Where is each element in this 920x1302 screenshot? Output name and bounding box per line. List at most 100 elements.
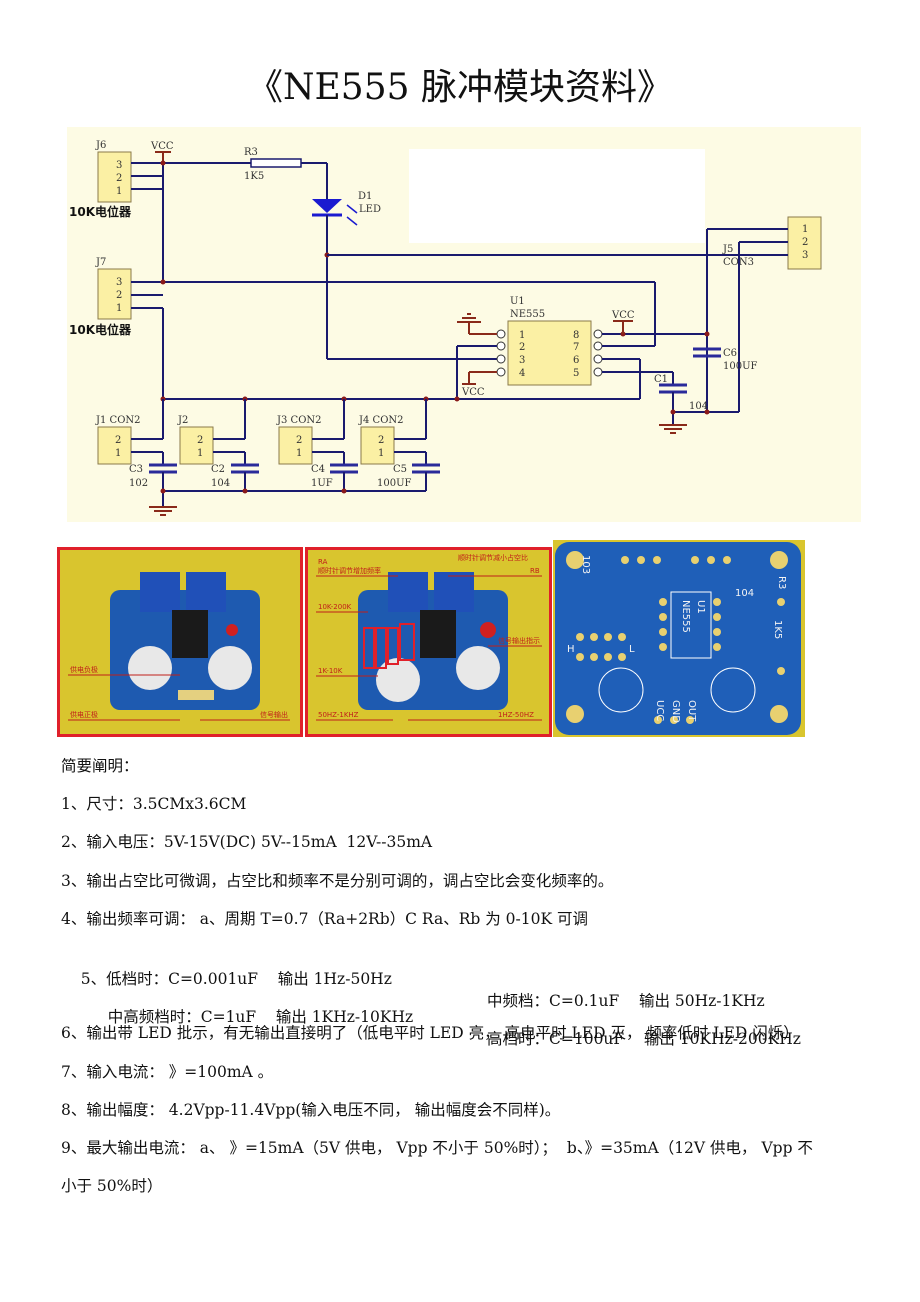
j2-pin: 1 — [197, 448, 203, 459]
j3-pin: 1 — [296, 448, 302, 459]
j4-pin: 1 — [378, 448, 384, 459]
j7-pin: 3 — [116, 277, 122, 288]
silk-1k5: 1K5 — [772, 620, 783, 639]
u1-label: U1 — [510, 296, 525, 307]
silk-ucc: UCC — [654, 700, 665, 721]
silk-l: L — [629, 644, 635, 655]
vcc-label: VCC — [150, 141, 174, 152]
j1-pin: 2 — [115, 435, 121, 446]
jumper-j2: J2 2 1 C2 104 — [177, 399, 259, 491]
silk-r3: R3 — [776, 576, 787, 589]
ic-pin-6: 6 — [573, 355, 579, 366]
j1-label: J1 CON2 — [95, 415, 141, 426]
j1-pin: 1 — [115, 448, 121, 459]
annotation-10k-200k: 10K-200K — [318, 603, 352, 611]
schematic-svg: J6 3 2 1 10K电位器 VCC R3 1K5 D1 LED J7 3 2… — [69, 140, 822, 516]
j2-label: J2 — [177, 415, 188, 426]
c2-value: 104 — [211, 478, 230, 489]
annotation-rb-desc: 顺时针调节减小占空比 — [458, 553, 528, 562]
annotation-negative-supply: 供电负极 — [70, 665, 98, 674]
annotation-50hz-1khz: 50HZ-1KHZ — [318, 711, 359, 719]
spec-high-range: 高档时：C=100uF 输出 10KHz-200KHz — [487, 1030, 801, 1049]
j6-pin: 1 — [116, 186, 122, 197]
j6-connector — [97, 151, 132, 203]
annotation-ra: RA — [318, 558, 328, 566]
c1-label: C1 — [654, 374, 668, 385]
j5-pin: 1 — [802, 224, 808, 235]
spec-midhigh-range: 中高频档时：C=1uF 输出 1KHz-10KHz — [107, 1008, 414, 1027]
spec-item-5-row2: 中高频档时：C=1uF 输出 1KHz-10KHz 高档时：C=100uF 输出… — [61, 984, 901, 1048]
module-photo-labeled-adjustments: RA 顺时针调节增加频率 顺时针调节减小占空比 RB 10K-200K 1K-1… — [305, 547, 552, 737]
ic-pin-4: 4 — [519, 368, 525, 379]
annotation-positive-supply: 供电正极 — [70, 710, 98, 719]
r3-value: 1K5 — [244, 171, 264, 182]
j5-pin: 3 — [802, 250, 808, 261]
vcc-label-pin4: VCC — [461, 387, 485, 398]
description-section: 简要阐明： 1、尺寸：3.5CMx3.6CM 2、输入电压：5V-15V(DC)… — [61, 755, 901, 1213]
silk-out: OUT — [686, 700, 697, 722]
silk-104: 104 — [735, 588, 754, 599]
circuit-schematic: J6 3 2 1 10K电位器 VCC R3 1K5 D1 LED J7 3 2… — [67, 127, 861, 522]
ic-pin-1: 1 — [519, 330, 525, 341]
blank-area — [409, 149, 705, 243]
annotation-1k-10k: 1K-10K — [318, 667, 343, 675]
r3-resistor — [250, 158, 302, 168]
ic-pin-7: 7 — [573, 342, 579, 353]
module-photo-labeled-power: 供电负极 供电正极 信号输出 — [57, 547, 303, 737]
c3-value: 102 — [129, 478, 148, 489]
spec-item-continued: 小于 50%时） — [61, 1177, 163, 1196]
spec-item: 2、输入电压：5V-15V(DC) 5V--15mA 12V--35mA — [61, 833, 433, 852]
jumper-j1: J1 CON2 2 1 C3 102 — [95, 399, 177, 507]
ic-pin-5: 5 — [573, 368, 579, 379]
j3-label: J3 CON2 — [276, 415, 322, 426]
annotation-ra-desc: 顺时针调节增加频率 — [318, 566, 381, 575]
pcb-board — [555, 542, 801, 735]
c6-value: 100UF — [723, 361, 758, 372]
led-diode-symbol — [312, 199, 342, 213]
document-title: 《NE555 脉冲模块资料》 — [247, 67, 673, 108]
description-heading: 简要阐明： — [61, 757, 139, 775]
c4-label: C4 — [311, 464, 325, 475]
annotation-1hz-50hz: 1HZ-50HZ — [498, 711, 534, 719]
spec-low-range: 5、低档时：C=0.001uF 输出 1Hz-50Hz — [80, 969, 392, 988]
spec-item: 7、输入电流： 》=100mA 。 — [61, 1062, 274, 1081]
silk-u1: U1 — [695, 600, 706, 614]
silk-h: H — [567, 644, 575, 655]
silk-gnd: GND — [670, 700, 681, 723]
ne555-ic — [507, 320, 592, 386]
j5-label: J5 — [722, 244, 733, 255]
j6-pin: 2 — [116, 173, 122, 184]
u1-type: NE555 — [510, 309, 545, 320]
j7-label: J7 — [95, 257, 106, 268]
j6-pin: 3 — [116, 160, 122, 171]
d1-label: D1 — [358, 191, 372, 202]
j7-pin: 1 — [116, 303, 122, 314]
led-label: LED — [359, 204, 381, 215]
j6-label: J6 — [95, 140, 106, 151]
vcc-label-pin8: VCC — [611, 310, 635, 321]
c5-label: C5 — [393, 464, 407, 475]
c5-value: 100UF — [377, 478, 412, 489]
j2-pin: 2 — [197, 435, 203, 446]
annotation-signal-output: 信号输出 — [260, 710, 288, 719]
c1-value: 104 — [689, 401, 708, 412]
ic-pin-3: 3 — [519, 355, 525, 366]
spec-item: 4、输出频率可调： a、周期 T=0.7（Ra+2Rb）C Ra、Rb 为 0-… — [61, 909, 588, 928]
spec-item: 8、输出幅度： 4.2Vpp-11.4Vpp(输入电压不同， 输出幅度会不同样)… — [61, 1100, 561, 1119]
c2-label: C2 — [211, 464, 225, 475]
silk-ne555: NE555 — [680, 600, 691, 633]
spec-item: 3、输出占空比可微调，占空比和频率不是分别可调的，调占空比会变化频率的。 — [61, 871, 614, 890]
spec-mid-range: 中频档：C=0.1uF 输出 50Hz-1KHz — [487, 991, 765, 1010]
c3-label: C3 — [129, 464, 143, 475]
jumper-j3: J3 CON2 2 1 C4 1UF — [276, 399, 358, 491]
j3-pin: 2 — [296, 435, 302, 446]
r3-label: R3 — [244, 147, 258, 158]
silk-103: 103 — [580, 555, 591, 574]
spec-item: 6、输出带 LED 批示，有无输出直接明了（低电平时 LED 亮， 高电平时 L… — [61, 1024, 799, 1043]
j7-connector — [97, 268, 132, 320]
spec-item-5-row1: 5、低档时：C=0.001uF 输出 1Hz-50Hz 中频档：C=0.1uF … — [61, 946, 901, 1010]
spec-item: 9、最大输出电流： a、 》=15mA（5V 供电， Vpp 不小于 50%时）… — [61, 1138, 813, 1157]
bare-pcb-photo: 103 NE555 U1 104 R3 1K5 UCC GND OUT H L — [553, 540, 805, 737]
j5-pin: 2 — [802, 237, 808, 248]
j4-label: J4 CON2 — [358, 415, 404, 426]
